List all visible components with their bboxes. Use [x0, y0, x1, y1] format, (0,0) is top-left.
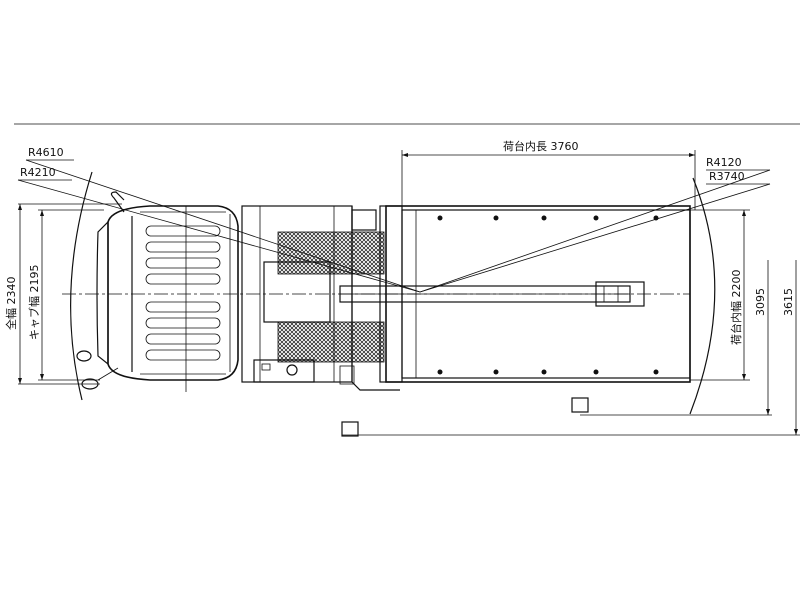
- cab-roof-ribs: [145, 225, 221, 361]
- outrigger-pad-right: [571, 397, 589, 413]
- radius-label-r4610: R4610: [28, 146, 64, 159]
- right-width-dimensions: [342, 209, 800, 436]
- dim-3095-label: 3095: [754, 288, 767, 316]
- crane-boom: [339, 281, 645, 307]
- cab: [96, 205, 239, 381]
- turning-arc-left: [70, 171, 93, 401]
- cargo-width-label: 荷台内幅 2200: [729, 270, 743, 346]
- dim-3615-label: 3615: [782, 288, 795, 316]
- cab-width-label: キャブ幅 2195: [27, 265, 41, 341]
- mesh-panel-bottom: [277, 321, 385, 363]
- left-width-dimensions: [18, 203, 122, 385]
- cargo-length-dimension: [401, 150, 696, 210]
- radius-label-r3740: R3740: [709, 170, 745, 183]
- radius-label-r4120: R4120: [706, 156, 742, 169]
- radius-leaders: [17, 159, 771, 293]
- cargo-bed-tie-down-hooks: [437, 215, 659, 375]
- outrigger-pad-left: [341, 421, 359, 437]
- overall-width-label: 全幅 2340: [4, 277, 18, 331]
- cargo-length-label: 荷台内長 3760: [503, 139, 579, 153]
- radius-label-r4210: R4210: [20, 166, 56, 179]
- chassis: [241, 205, 403, 391]
- cab-mirrors: [76, 191, 125, 390]
- mesh-panel-top: [277, 231, 385, 275]
- turning-arc-right: [689, 177, 716, 415]
